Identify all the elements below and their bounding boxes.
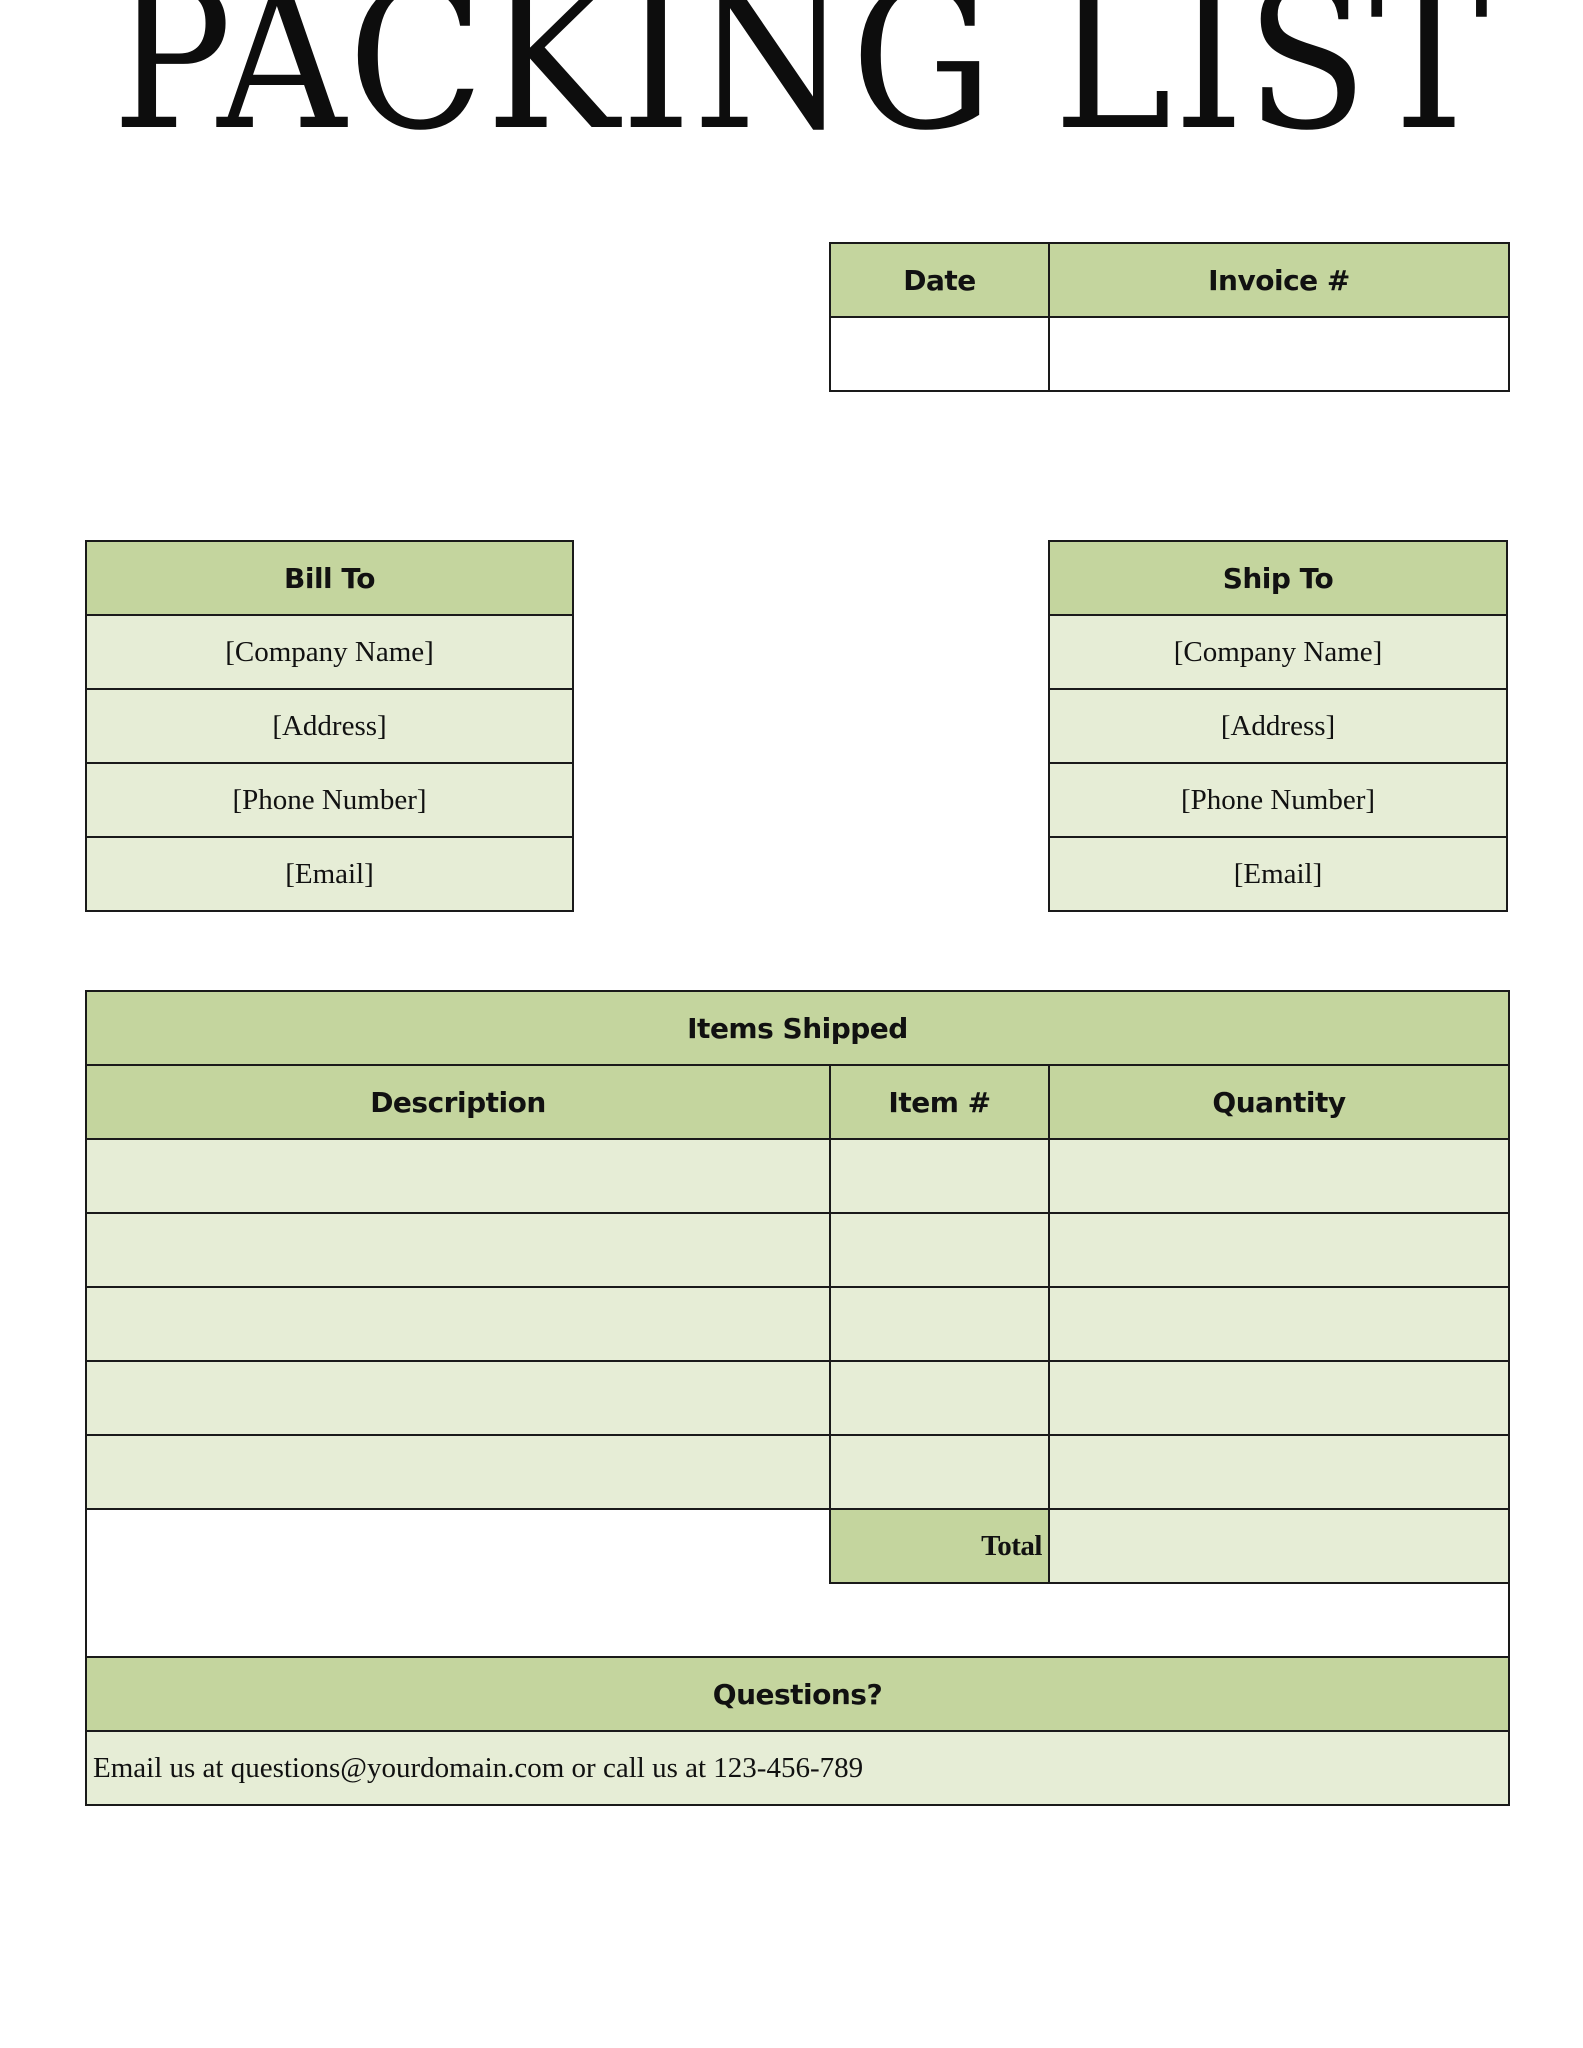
invoice-number-header: Invoice # — [1048, 242, 1510, 318]
description-cell[interactable] — [85, 1360, 831, 1436]
invoice-number-field[interactable] — [1048, 316, 1510, 392]
item-number-cell[interactable] — [829, 1138, 1050, 1214]
ship-to-email[interactable]: [Email] — [1048, 836, 1508, 912]
quantity-cell[interactable] — [1048, 1286, 1510, 1362]
description-cell[interactable] — [85, 1434, 831, 1510]
item-number-column-header: Item # — [829, 1064, 1050, 1140]
bill-to-phone[interactable]: [Phone Number] — [85, 762, 574, 838]
quantity-cell[interactable] — [1048, 1138, 1510, 1214]
items-shipped-table: Items Shipped Description Item # Quantit… — [85, 990, 1510, 1806]
ship-to-phone[interactable]: [Phone Number] — [1048, 762, 1508, 838]
description-cell[interactable] — [85, 1138, 831, 1214]
date-field[interactable] — [829, 316, 1050, 392]
item-number-cell[interactable] — [829, 1212, 1050, 1288]
bill-to-company[interactable]: [Company Name] — [85, 614, 574, 690]
total-value[interactable] — [1048, 1508, 1510, 1584]
quantity-cell[interactable] — [1048, 1212, 1510, 1288]
page-title: PACKING LIST — [112, 0, 1491, 174]
description-column-header: Description — [85, 1064, 831, 1140]
ship-to-heading: Ship To — [1048, 540, 1508, 616]
date-header: Date — [829, 242, 1050, 318]
blank-area — [85, 1508, 831, 1583]
table-row — [85, 1212, 1510, 1288]
table-row — [85, 1360, 1510, 1436]
items-shipped-heading: Items Shipped — [85, 990, 1510, 1066]
item-number-cell[interactable] — [829, 1434, 1050, 1510]
date-invoice-table: Date Invoice # — [829, 242, 1510, 392]
spacer-row — [85, 1583, 1510, 1658]
description-cell[interactable] — [85, 1212, 831, 1288]
ship-to-table: Ship To [Company Name] [Address] [Phone … — [1048, 540, 1508, 912]
quantity-column-header: Quantity — [1048, 1064, 1510, 1140]
table-row — [85, 1434, 1510, 1510]
total-label: Total — [829, 1508, 1050, 1584]
contact-info: Email us at questions@yourdomain.com or … — [85, 1730, 1510, 1806]
table-row — [85, 1138, 1510, 1214]
quantity-cell[interactable] — [1048, 1434, 1510, 1510]
description-cell[interactable] — [85, 1286, 831, 1362]
ship-to-address[interactable]: [Address] — [1048, 688, 1508, 764]
bill-to-heading: Bill To — [85, 540, 574, 616]
item-number-cell[interactable] — [829, 1286, 1050, 1362]
questions-heading: Questions? — [85, 1656, 1510, 1732]
quantity-cell[interactable] — [1048, 1360, 1510, 1436]
ship-to-company[interactable]: [Company Name] — [1048, 614, 1508, 690]
item-number-cell[interactable] — [829, 1360, 1050, 1436]
bill-to-email[interactable]: [Email] — [85, 836, 574, 912]
table-row — [85, 1286, 1510, 1362]
bill-to-address[interactable]: [Address] — [85, 688, 574, 764]
bill-to-table: Bill To [Company Name] [Address] [Phone … — [85, 540, 574, 912]
